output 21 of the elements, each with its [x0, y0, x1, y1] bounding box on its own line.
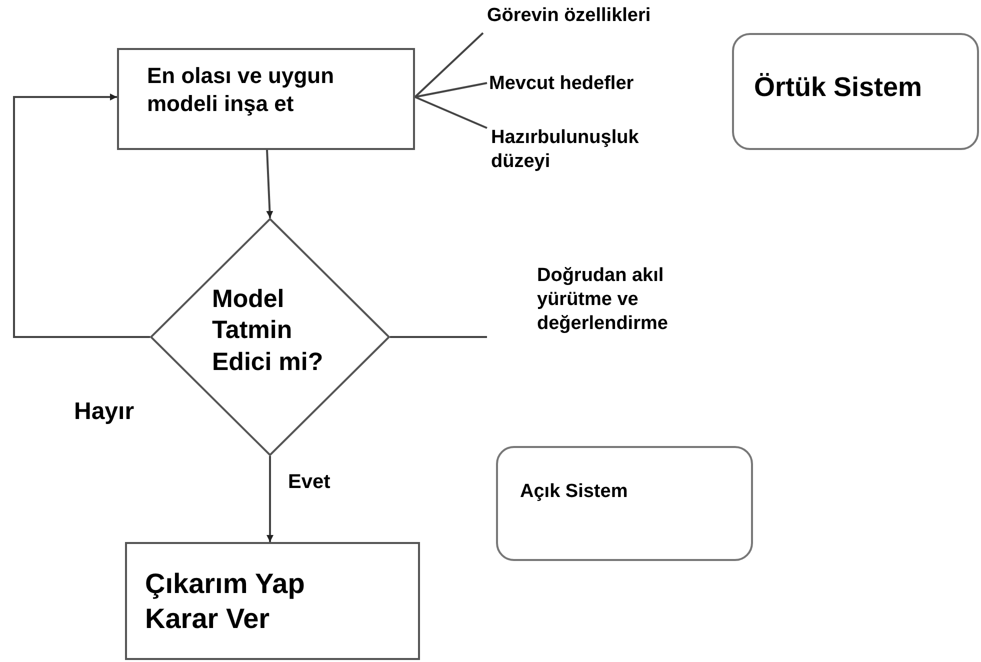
input-label: Görevin özellikleri	[487, 4, 652, 28]
arrow	[266, 150, 274, 218]
branch-label: Hayır	[74, 398, 134, 426]
input-label: Mevcut hedefler	[489, 72, 635, 96]
system-box	[496, 446, 753, 561]
input-label: Hazırbulunuşluk düzeyi	[491, 126, 640, 174]
system-box	[732, 33, 979, 150]
node-text: Örtük Sistem	[754, 71, 924, 104]
connector-line	[414, 32, 484, 98]
node-text: En olası ve uygun modeli inşa et	[147, 62, 336, 117]
arrow	[266, 456, 274, 542]
node-text: Model Tatmin Edici mi?	[212, 284, 324, 378]
outcome-label: Doğrudan akıl yürütme ve değerlendirme	[537, 264, 669, 336]
node-text: Açık Sistem	[520, 480, 629, 504]
connector-line	[390, 336, 487, 338]
process-box	[117, 48, 415, 150]
connector-line	[414, 82, 488, 98]
arrow	[13, 94, 150, 338]
process-box	[125, 542, 420, 660]
node-text: Çıkarım Yap Karar Ver	[145, 567, 306, 636]
connector-line	[414, 96, 488, 129]
